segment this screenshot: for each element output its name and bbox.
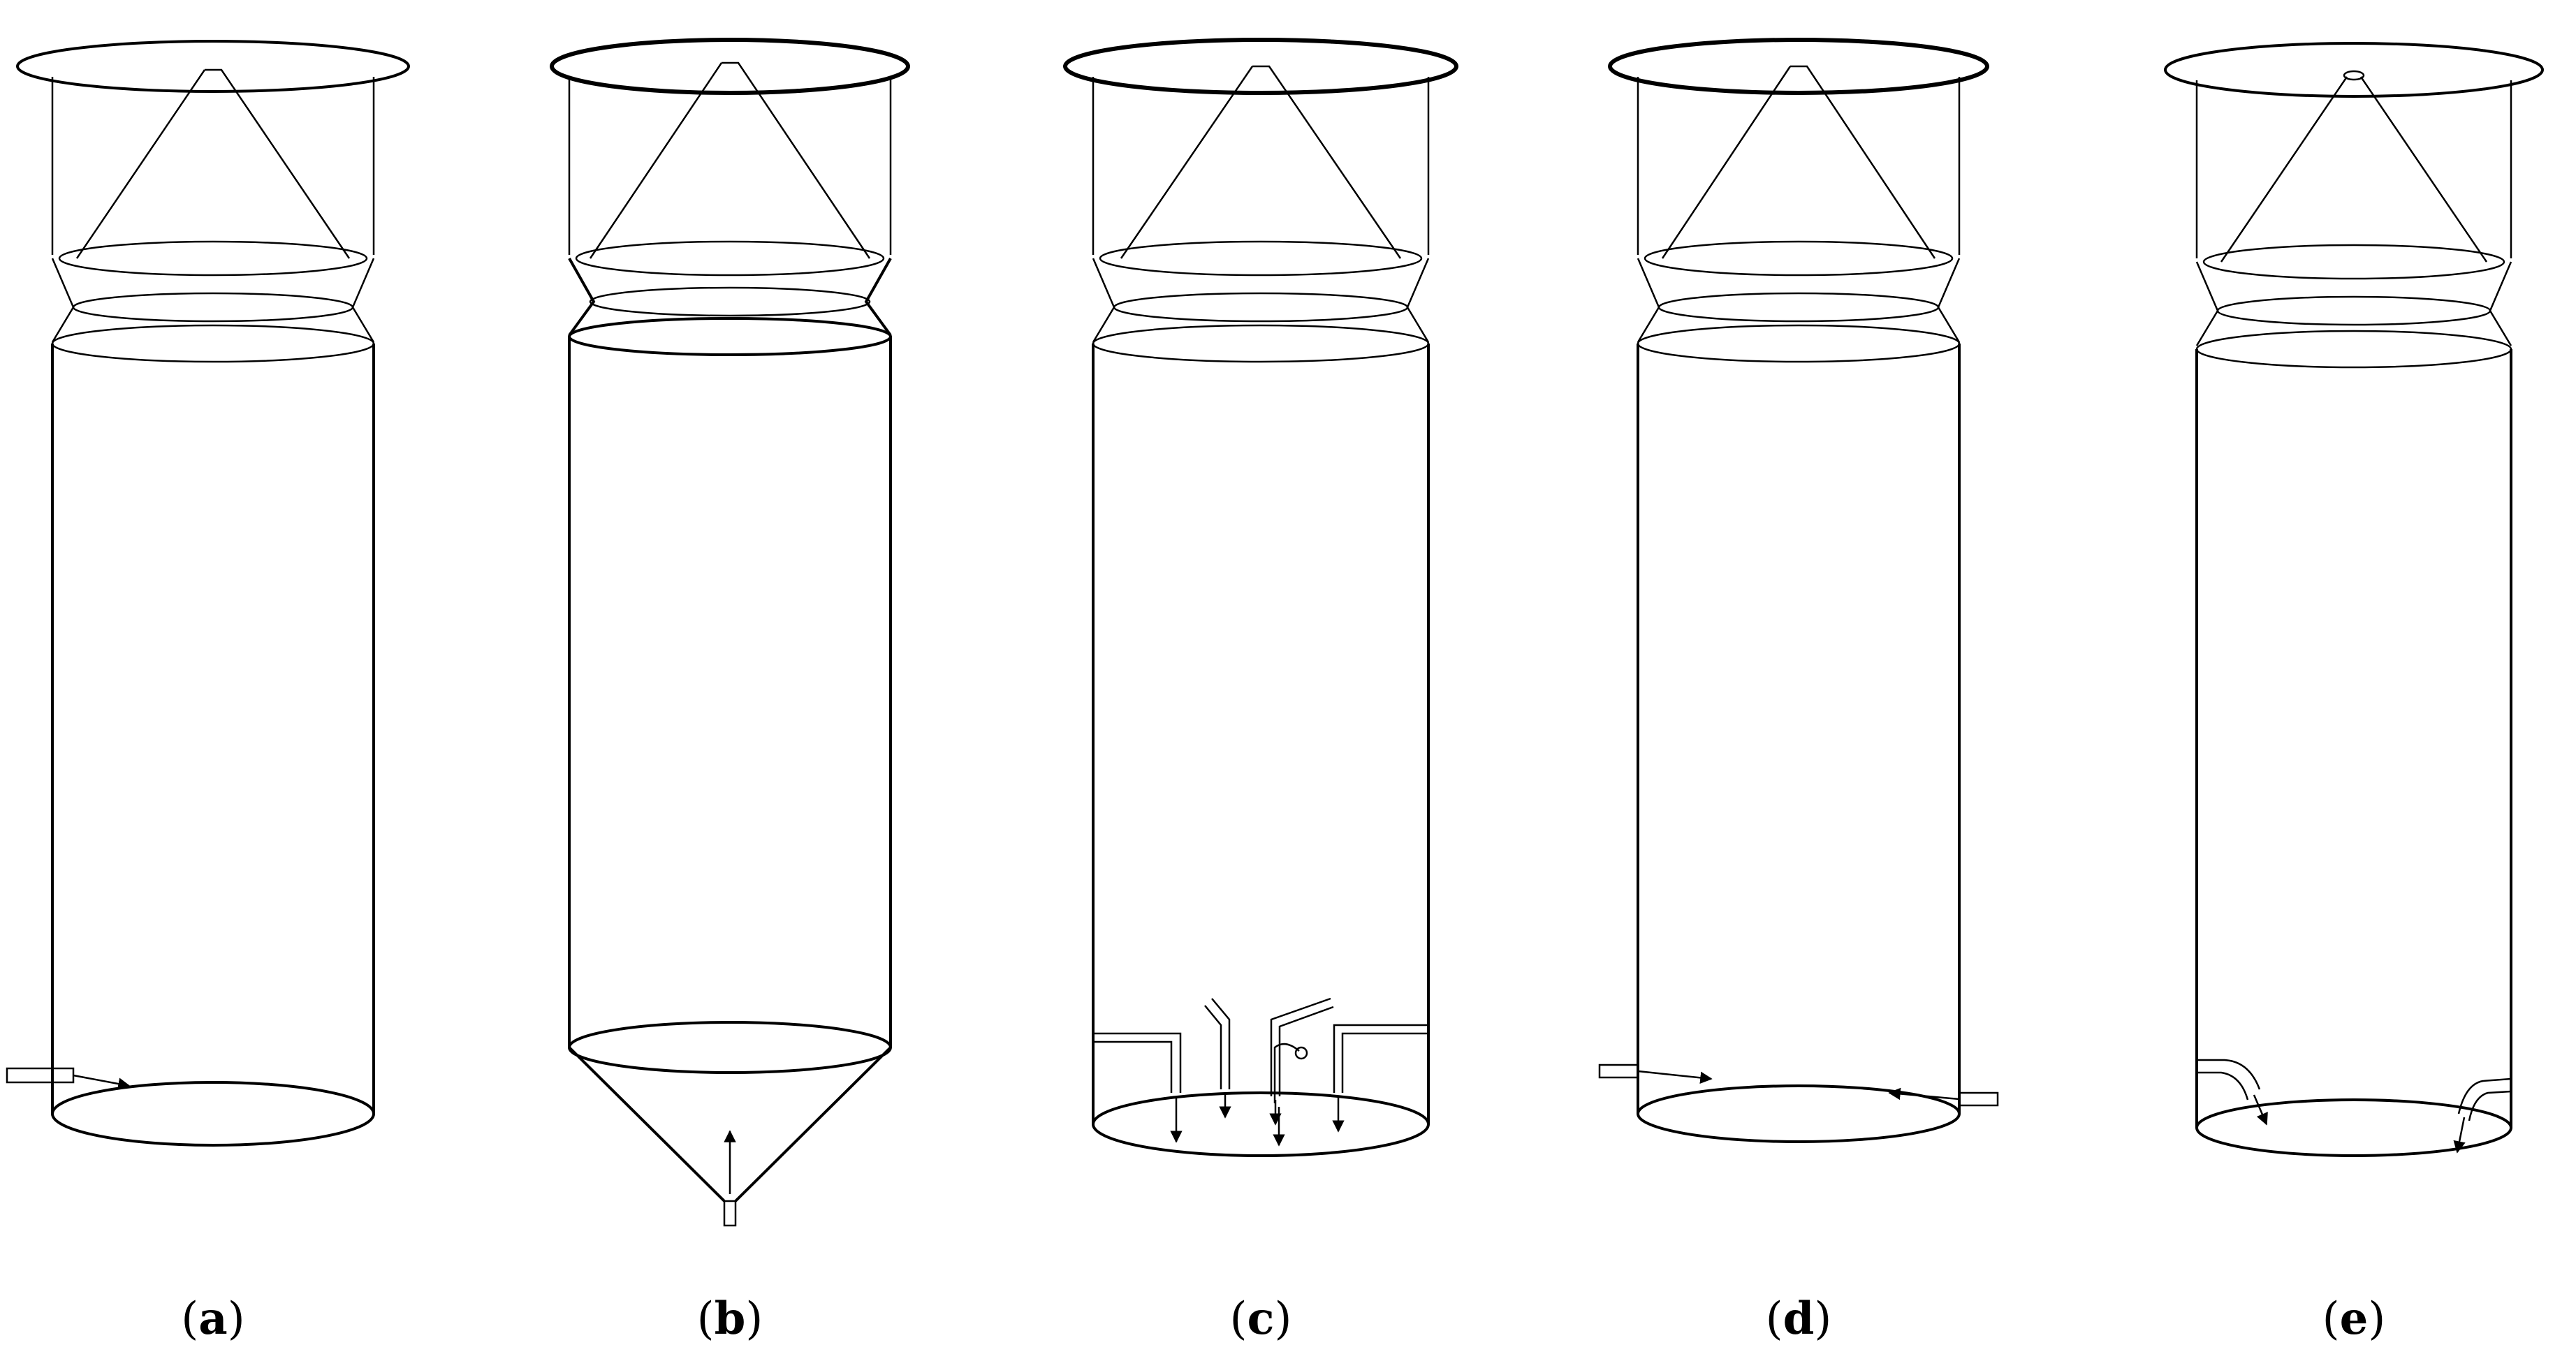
cone-separator-b [589, 61, 871, 259]
panel-label-a: (a) [181, 1293, 244, 1345]
reactor-body-a [16, 40, 410, 1147]
reactor-body-d [1608, 38, 1989, 1143]
cone-separator-a [75, 68, 351, 259]
curved-inlet-pipes-e [2197, 1059, 2512, 1154]
cone-separator-c [1120, 65, 1402, 259]
panel-c: (c) [1063, 38, 1458, 1345]
bent-inlet-pipes-c [1093, 997, 1428, 1147]
reactor-body-c [1063, 38, 1458, 1157]
panel-label-c: (c) [1230, 1293, 1292, 1345]
cone-separator-e [2220, 70, 2488, 263]
panel-label-d: (d) [1766, 1293, 1832, 1345]
cone-separator-d [1661, 65, 1936, 259]
reactor-body-b [550, 38, 910, 1202]
panel-label-b: (b) [697, 1293, 763, 1345]
inlet-pipe-a [6, 1067, 131, 1090]
bottom-inlet-b [723, 1130, 737, 1227]
reactor-body-e [2164, 42, 2544, 1157]
inlet-pipes-d [1598, 1064, 1999, 1107]
panel-b: (b) [550, 38, 910, 1345]
panel-label-e: (e) [2322, 1293, 2386, 1345]
panel-e: (e) [2164, 42, 2544, 1345]
panel-d: (d) [1598, 38, 1999, 1345]
panel-a: (a) [6, 40, 410, 1345]
